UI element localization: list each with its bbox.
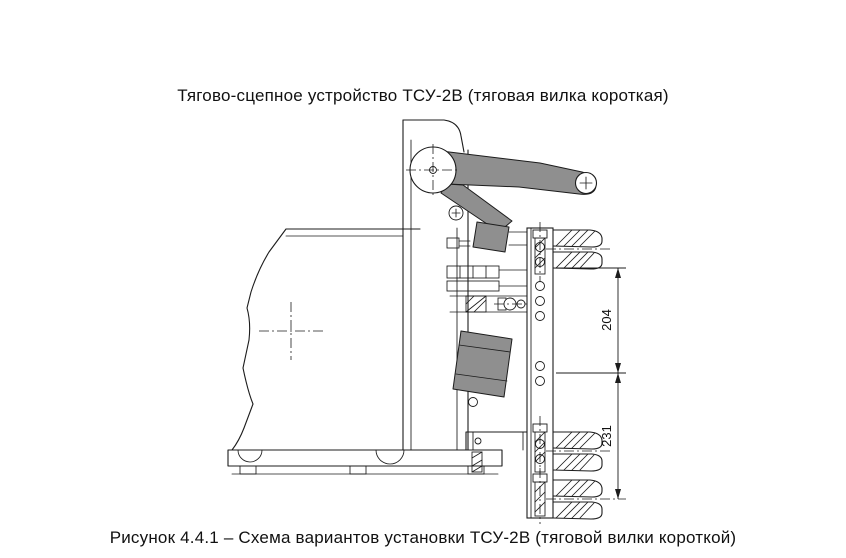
plate-hole <box>535 281 545 291</box>
upper-fork <box>532 222 612 282</box>
link-bolt <box>448 205 464 221</box>
housing <box>231 228 421 451</box>
latch-block <box>472 221 510 253</box>
bottom-fork-pin <box>532 468 548 524</box>
upper-fork-pin <box>532 222 548 282</box>
lower-fork-pin <box>532 416 548 478</box>
figure-title: Тягово-сцепное устройство ТСУ-2В (тягова… <box>177 86 669 105</box>
plate-hole <box>535 311 545 321</box>
plate-hole <box>535 376 545 386</box>
figure-caption: Рисунок 4.4.1 – Схема вариантов установк… <box>109 528 737 547</box>
upper-hardware <box>446 221 528 292</box>
housing-centerline <box>259 302 323 360</box>
plate-hole <box>535 361 545 371</box>
base-plate <box>227 449 503 475</box>
angled-plate <box>452 330 513 407</box>
pivot-circle <box>406 144 460 197</box>
dimensions: 204 231 <box>556 267 626 499</box>
lever-arm <box>436 150 598 233</box>
bottom-fork <box>532 468 626 524</box>
middle-hardware <box>449 295 532 313</box>
dimension-label-204: 204 <box>599 309 614 331</box>
lower-fork <box>532 416 612 478</box>
dimension-label-231: 231 <box>599 425 614 447</box>
plate-hole <box>535 296 545 306</box>
